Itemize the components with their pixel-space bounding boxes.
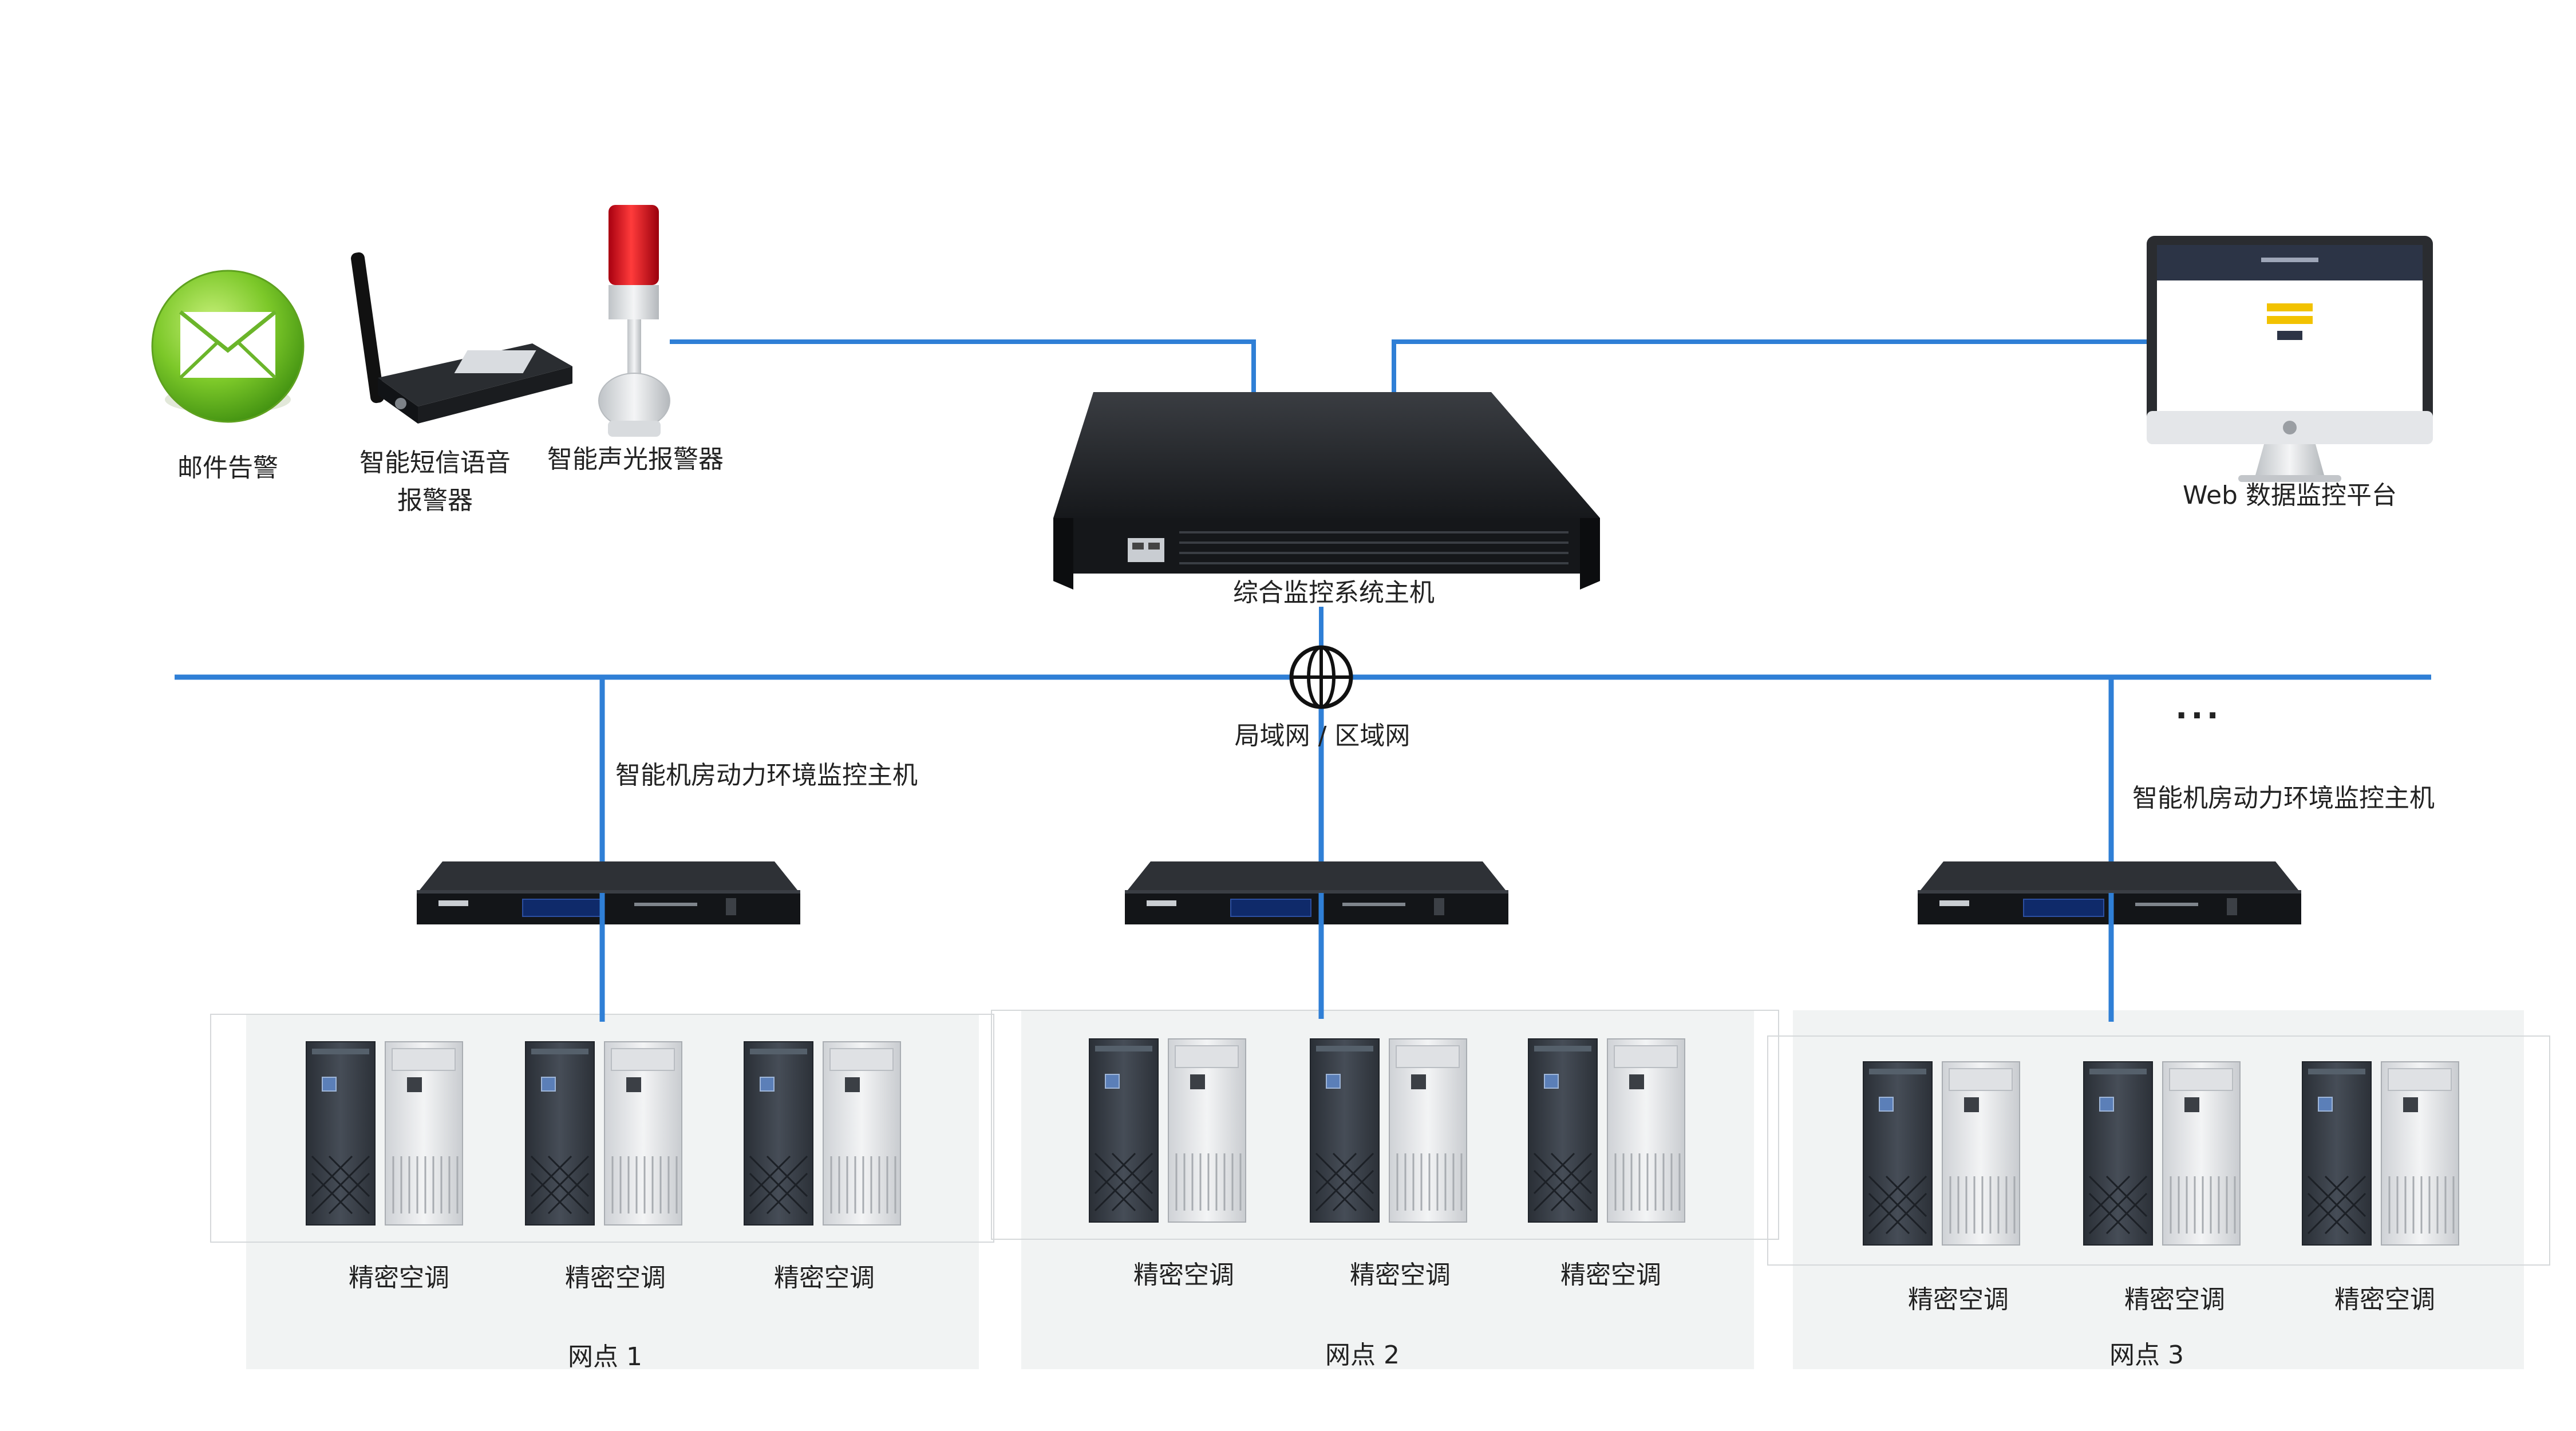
site-1-unit-3-label: 精密空调 [774,1263,875,1292]
site-3-unit-2-label: 精密空调 [2124,1285,2225,1314]
site-2-unit-2-label: 精密空调 [1350,1260,1451,1290]
site-1-unit-1-label: 精密空调 [349,1263,449,1292]
site-1-name: 网点 1 [568,1342,642,1371]
site-3-unit-3-label: 精密空调 [2334,1285,2435,1314]
site-host-label-3: 智能机房动力环境监控主机 [2132,784,2435,813]
site-host-label-1: 智能机房动力环境监控主机 [615,761,918,790]
main-host-label: 综合监控系统主机 [1233,578,1435,607]
site-panel-3 [1767,1010,2550,1369]
email-alarm-label: 邮件告警 [177,453,278,483]
web-link-line [1392,339,2150,395]
gsm-modem-icon [351,252,572,424]
globe-icon [1289,645,1353,709]
network-label: 局域网 / 区域网 [1234,721,1411,750]
rack-server-icon [1053,392,1600,590]
sms-alarm-label: 智能短信语音报警器 [359,448,511,515]
site-panel-2 [991,1010,1779,1369]
site-2-unit-1-label: 精密空调 [1133,1260,1234,1290]
signal-tower-light-icon [598,205,670,437]
site-3-name: 网点 3 [2109,1341,2184,1370]
site-host-device-1 [416,861,801,925]
more-sites-ellipsis: ... [2175,689,2222,726]
alarm-link-line [670,339,1256,395]
envelope-icon [151,270,305,423]
monitor-icon [2147,236,2433,482]
web-platform-label: Web 数据监控平台 [2183,481,2397,510]
site-panel-1 [210,1014,994,1369]
light-alarm-label: 智能声光报警器 [547,445,724,474]
site-2-unit-3-label: 精密空调 [1560,1260,1661,1290]
site-3-unit-1-label: 精密空调 [1908,1285,2009,1314]
site-2-name: 网点 2 [1325,1341,1400,1370]
site-host-device-2 [1124,861,1509,925]
site-1-unit-2-label: 精密空调 [565,1263,666,1292]
